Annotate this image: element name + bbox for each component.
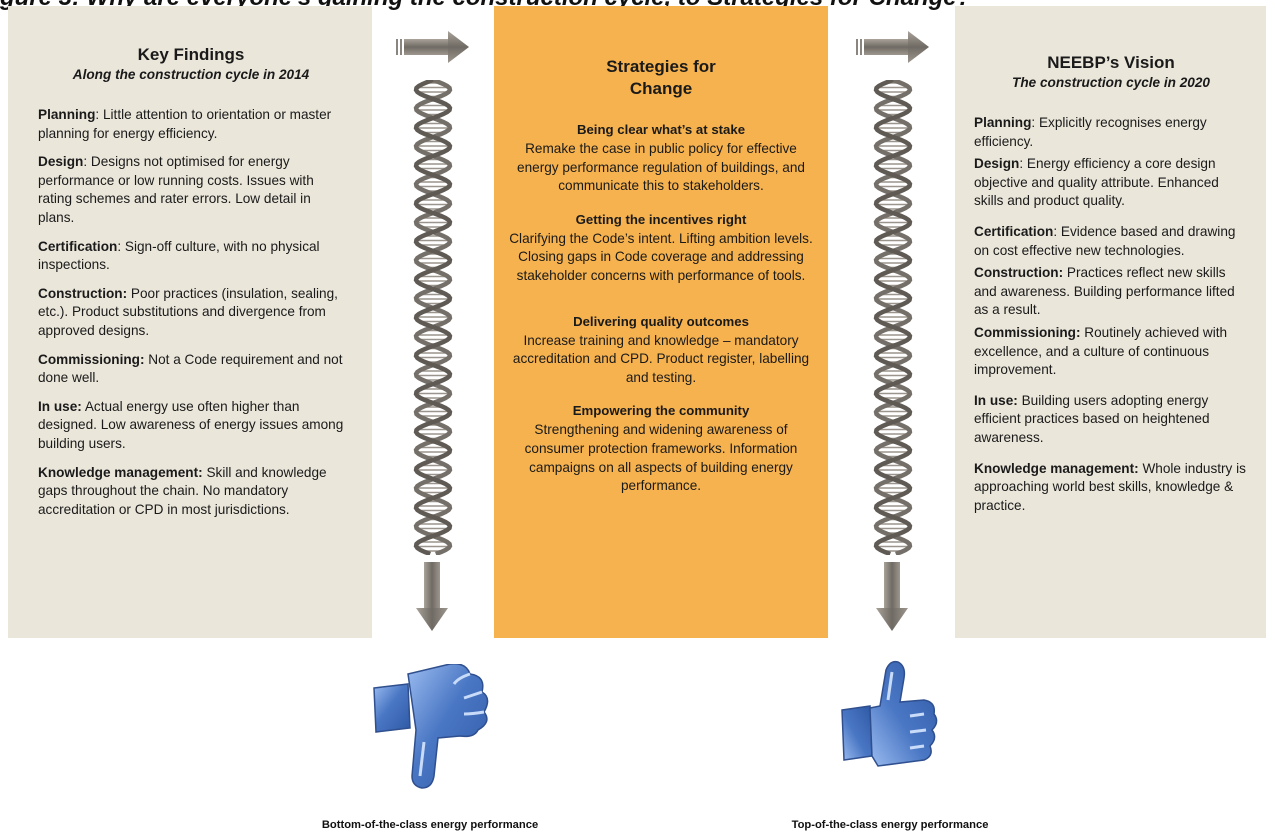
finding-label: In use: bbox=[38, 398, 82, 414]
down-arrow-icon bbox=[416, 562, 448, 631]
strategy-body: Clarifying the Code’s intent. Lifting am… bbox=[509, 230, 813, 283]
right-arrow-icon bbox=[856, 31, 929, 63]
right-arrow-icon bbox=[396, 31, 469, 63]
vision-text: Evidence based and drawing on cost effec… bbox=[974, 223, 1236, 258]
vision-item: Construction: Practices reflect new skil… bbox=[974, 264, 1248, 320]
strategies-title: Strategies for Change bbox=[606, 57, 716, 98]
strategy-heading: Getting the incentives right bbox=[575, 211, 747, 227]
vision-label: Certification bbox=[974, 223, 1054, 239]
finding-text: Little attention to orientation or maste… bbox=[38, 107, 332, 141]
vision-text: Building users adopting energy efficient… bbox=[974, 392, 1210, 445]
strategy-heading: Empowering the community bbox=[572, 403, 750, 419]
finding-label: Planning bbox=[38, 107, 96, 122]
finding-text: Not a Code requirement and not done well… bbox=[38, 351, 343, 386]
down-arrow-icon bbox=[876, 562, 908, 631]
strategy-block: Delivering quality outcomes Increase tra… bbox=[508, 312, 814, 388]
strategy-block: Getting the incentives right Clarifying … bbox=[508, 210, 814, 286]
vision-label: Commissioning: bbox=[974, 324, 1081, 340]
thumbs-up-caption: Top-of-the-class energy performance bbox=[791, 819, 989, 831]
vision-subtitle: The construction cycle in 2020 bbox=[1012, 75, 1210, 90]
vision-text: Energy efficiency a core design objectiv… bbox=[974, 156, 1219, 209]
thumbs-down-icon bbox=[373, 664, 489, 789]
finding-item: Planning: Little attention to orientatio… bbox=[38, 106, 344, 143]
key-findings-title: Key Findings bbox=[137, 45, 245, 64]
finding-item: Construction: Poor practices (insulation… bbox=[38, 285, 344, 341]
dna-helix-icon bbox=[873, 80, 913, 555]
finding-text: Skill and knowledge gaps throughout the … bbox=[38, 464, 327, 517]
finding-text: Sign-off culture, with no physical inspe… bbox=[38, 238, 320, 273]
key-findings-panel: Key Findings Along the construction cycl… bbox=[8, 6, 372, 638]
vision-sep: : bbox=[1019, 156, 1027, 172]
finding-item: In use: Actual energy use often higher t… bbox=[38, 398, 344, 454]
finding-sep: : bbox=[95, 107, 103, 122]
vision-item: Planning: Explicitly recognises energy e… bbox=[974, 114, 1248, 151]
finding-label: Knowledge management: bbox=[38, 464, 203, 480]
thumbs-up-icon bbox=[841, 660, 938, 767]
key-findings-subtitle: Along the construction cycle in 2014 bbox=[72, 67, 310, 82]
vision-label: In use: bbox=[974, 392, 1018, 408]
vision-sep: : bbox=[1053, 223, 1061, 239]
finding-sep: : bbox=[83, 154, 91, 170]
finding-sep: : bbox=[117, 238, 125, 254]
strategy-block: Empowering the community Strengthening a… bbox=[508, 401, 814, 495]
strategy-body: Increase training and knowledge – mandat… bbox=[512, 332, 810, 385]
finding-text: Poor practices (insulation, sealing, etc… bbox=[38, 285, 338, 338]
vision-label: Knowledge management: bbox=[974, 460, 1139, 476]
vision-item: In use: Building users adopting energy e… bbox=[974, 392, 1248, 448]
finding-label: Design bbox=[38, 154, 84, 170]
finding-item: Knowledge management: Skill and knowledg… bbox=[38, 464, 344, 520]
vision-text: Routinely achieved with excellence, and … bbox=[974, 324, 1228, 378]
vision-text: Practices reflect new skills and awarene… bbox=[974, 265, 1235, 318]
vision-item: Commissioning: Routinely achieved with e… bbox=[974, 324, 1248, 380]
vision-label: Planning bbox=[974, 115, 1032, 130]
finding-label: Certification bbox=[38, 238, 118, 254]
vision-text: Whole industry is approaching world best… bbox=[974, 460, 1246, 513]
finding-label: Construction: bbox=[38, 285, 128, 301]
vision-text: Explicitly recognises energy efficiency. bbox=[974, 115, 1207, 149]
strategy-body: Strengthening and widening awareness of … bbox=[524, 422, 798, 494]
strategy-block: Being clear what’s at stake Remake the c… bbox=[508, 120, 814, 196]
vision-title: NEEBP’s Vision bbox=[1047, 53, 1175, 72]
strategy-heading: Being clear what’s at stake bbox=[576, 122, 746, 137]
finding-label: Commissioning: bbox=[38, 351, 145, 367]
finding-item: Certification: Sign-off culture, with no… bbox=[38, 238, 344, 275]
strategy-body: Remake the case in public policy for eff… bbox=[517, 141, 805, 194]
vision-label: Construction: bbox=[974, 265, 1064, 281]
finding-item: Design: Designs not optimised for energy… bbox=[38, 153, 344, 227]
strategy-heading: Delivering quality outcomes bbox=[573, 313, 749, 329]
thumbs-down-caption: Bottom-of-the-class energy performance bbox=[321, 819, 539, 831]
vision-item: Design: Energy efficiency a core design … bbox=[974, 155, 1248, 211]
dna-helix-icon bbox=[413, 80, 453, 555]
strategies-panel: Strategies for Change Being clear what’s… bbox=[494, 6, 828, 638]
vision-panel: NEEBP’s Vision The construction cycle in… bbox=[955, 6, 1266, 638]
finding-item: Commissioning: Not a Code requirement an… bbox=[38, 351, 344, 388]
vision-sep: : bbox=[1031, 115, 1039, 130]
vision-item: Knowledge management: Whole industry is … bbox=[974, 460, 1248, 516]
finding-text: Designs not optimised for energy perform… bbox=[38, 154, 314, 225]
vision-label: Design bbox=[974, 156, 1020, 172]
figure-title-fragment: gure 3: Why are everyone's gaining the c… bbox=[0, 0, 1275, 15]
vision-item: Certification: Evidence based and drawin… bbox=[974, 223, 1248, 260]
finding-text: Actual energy use often higher than desi… bbox=[38, 398, 344, 451]
